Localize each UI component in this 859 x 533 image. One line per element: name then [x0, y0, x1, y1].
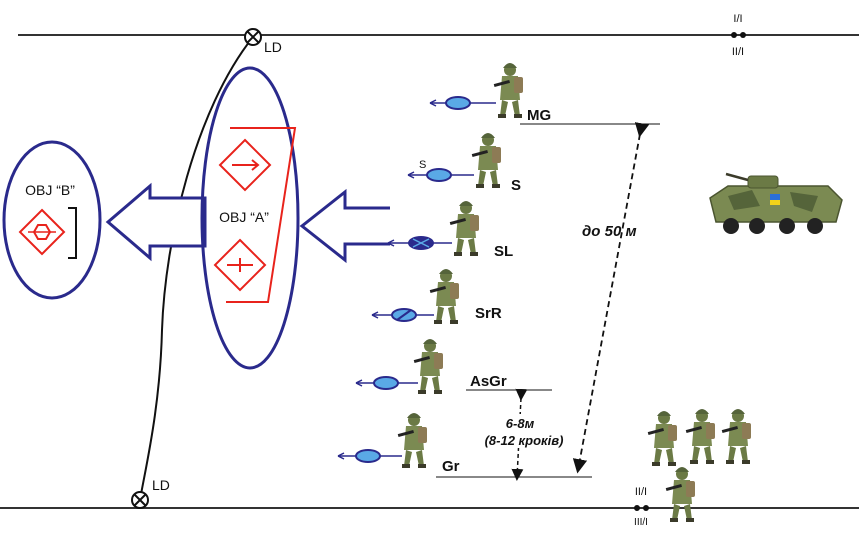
unit-symbol-mg	[429, 96, 496, 110]
obj-a-symbol-lower	[213, 238, 267, 292]
boundary-marker-top: I/I II/I	[731, 13, 746, 58]
spacing-label-line2: (8-12 кроків)	[485, 433, 564, 448]
role-label-sl: SL	[494, 243, 513, 260]
obj-b-symbol	[18, 208, 66, 256]
spacing-label-line1: 6-8м	[506, 416, 535, 431]
boundary-top-lower-label: II/I	[732, 46, 744, 58]
distance-arrow-spacing	[511, 388, 528, 481]
reserve-soldier-3	[721, 409, 751, 464]
soldier-asgr	[413, 339, 443, 394]
obj-a-symbol-upper	[218, 138, 272, 192]
distance-total-label: до 50 м	[582, 223, 637, 240]
reserve-soldier-1	[647, 411, 677, 466]
soldier-srr	[429, 269, 459, 324]
boundary-marker-bottom: II/I III/I	[634, 486, 649, 528]
role-label-s: S	[511, 177, 521, 194]
reserve-soldier-2	[685, 409, 715, 464]
unit-symbol-gr	[337, 449, 402, 463]
unit-symbol-asgr	[355, 376, 418, 390]
ld-marker-top	[244, 28, 262, 46]
s-symbol-letter: S	[419, 159, 426, 171]
obj-a-label: OBJ “A”	[219, 209, 269, 225]
armored-vehicle-icon	[709, 172, 843, 234]
advance-arrow-to-obj-b	[105, 182, 207, 262]
role-label-gr: Gr	[442, 458, 460, 475]
ld-marker-bottom	[131, 491, 149, 509]
obj-a-boundary-lines	[226, 127, 297, 303]
obj-b-label: OBJ “B”	[25, 182, 75, 198]
unit-symbol-s	[407, 168, 474, 182]
unit-symbol-sl	[387, 236, 452, 250]
obj-b-bracket	[68, 207, 77, 259]
spacing-label-bg	[484, 414, 580, 448]
obj-b-ellipse	[2, 140, 102, 300]
reserve-soldier-4	[665, 467, 695, 522]
boundary-bottom-lower-label: III/I	[634, 517, 648, 528]
role-label-asgr: AsGr	[470, 373, 507, 390]
unit-symbol-srr	[371, 308, 434, 322]
role-label-mg: MG	[527, 107, 551, 124]
line-of-departure	[139, 36, 254, 501]
advance-arrow-to-obj-a	[299, 188, 390, 264]
soldier-sl	[449, 201, 479, 256]
soldier-s	[471, 133, 501, 188]
ld-label-top: LD	[264, 39, 282, 55]
soldier-gr	[397, 413, 427, 468]
role-label-srr: SrR	[475, 305, 502, 322]
boundary-bottom-upper-label: II/I	[635, 486, 647, 498]
ld-label-bottom: LD	[152, 477, 170, 493]
obj-a-ellipse	[200, 66, 300, 370]
soldier-mg	[493, 63, 523, 118]
boundary-top-upper-label: I/I	[733, 13, 742, 25]
distance-arrow-50m	[572, 122, 650, 474]
